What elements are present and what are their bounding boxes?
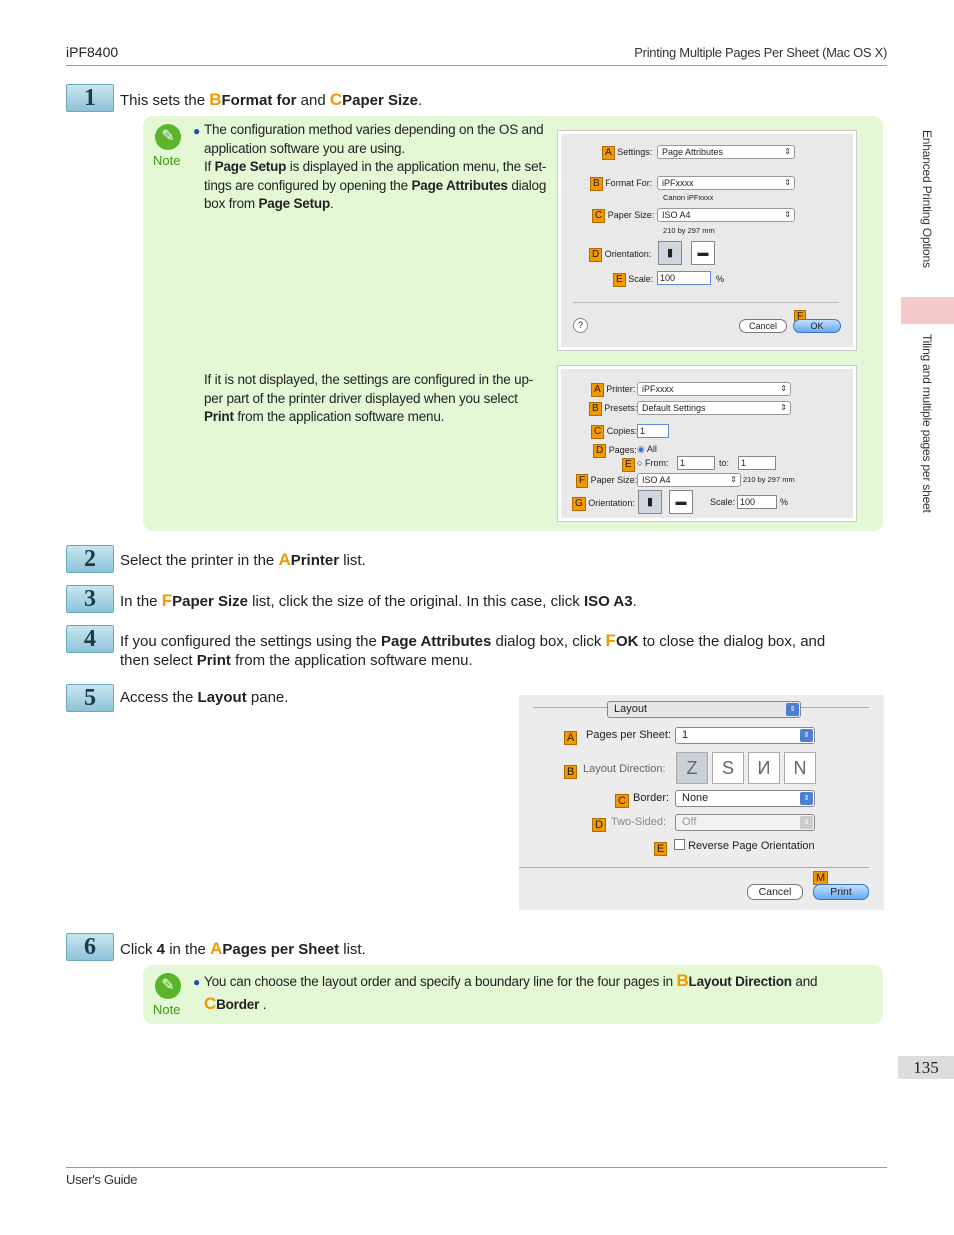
note-label: Note: [153, 1002, 181, 1017]
step-number-3: 3: [66, 585, 114, 613]
footer-divider: [66, 1167, 887, 1168]
chevron-updown-icon: ⇕: [786, 703, 799, 716]
chevron-updown-icon: ⇕: [784, 178, 791, 187]
chevron-updown-icon: ⇕: [784, 210, 791, 219]
footer-guide-name: User's Guide: [66, 1172, 138, 1187]
chevron-updown-icon: ⇕: [730, 475, 737, 484]
paper-size-popup[interactable]: ISO A4⇕: [657, 208, 795, 222]
step-3-text: In the FPaper Size list, click the size …: [120, 591, 637, 610]
chevron-updown-icon: ⇕: [784, 147, 791, 156]
note-pencil-icon: ✎: [155, 124, 181, 150]
ok-button[interactable]: OK: [793, 319, 841, 333]
border-popup[interactable]: None⇕: [675, 790, 815, 807]
layout-n-icon[interactable]: N: [784, 752, 816, 784]
layout-s-icon[interactable]: S: [712, 752, 744, 784]
step-number-4: 4: [66, 625, 114, 653]
note-box: [143, 965, 883, 1024]
pane-selector-popup[interactable]: Layout⇕: [607, 701, 801, 718]
layout-pane-dialog: Layout⇕ A Pages per Sheet: 1⇕ B Layout D…: [519, 695, 884, 910]
ref-letter: B: [676, 971, 689, 990]
page-number: 135: [898, 1056, 954, 1079]
sidebar-section-title: Enhanced Printing Options: [920, 130, 934, 268]
orientation-portrait-icon[interactable]: ▮: [658, 241, 682, 265]
doc-model: iPF8400: [66, 44, 119, 60]
bullet-icon: ●: [193, 975, 201, 989]
cancel-button[interactable]: Cancel: [747, 884, 803, 900]
note-label: Note: [153, 153, 181, 168]
radio-empty-icon: ○: [637, 458, 643, 468]
presets-popup[interactable]: Default Settings⇕: [637, 401, 791, 415]
doc-section-title: Printing Multiple Pages Per Sheet (Mac O…: [634, 45, 887, 60]
settings-popup[interactable]: Page Attributes⇕: [657, 145, 795, 159]
pages-from-radio[interactable]: ○ From:: [637, 458, 669, 468]
chevron-updown-icon: ⇕: [780, 403, 787, 412]
to-field[interactable]: 1: [738, 456, 776, 470]
pages-all-radio[interactable]: ◉ All: [637, 444, 657, 454]
header-divider: [66, 65, 887, 66]
scale-field[interactable]: 100: [737, 495, 777, 509]
scale-field[interactable]: 100: [657, 271, 711, 285]
paper-size-popup[interactable]: ISO A4⇕: [637, 473, 741, 487]
bullet-icon: ●: [193, 124, 201, 138]
chevron-updown-icon: ⇕: [800, 816, 813, 829]
chevron-updown-icon: ⇕: [800, 792, 813, 805]
radio-selected-icon: ◉: [637, 444, 645, 454]
print-dialog: A Printer: iPFxxxx⇕ B Presets: Default S…: [558, 366, 856, 521]
ref-letter: F: [605, 631, 616, 650]
copies-field[interactable]: 1: [637, 424, 669, 438]
help-icon[interactable]: ?: [573, 318, 588, 333]
note-paragraph: You can choose the layout order and spec…: [204, 971, 818, 1013]
orientation-landscape-icon[interactable]: ▬: [669, 490, 693, 514]
step-number-5: 5: [66, 684, 114, 712]
ref-letter: C: [204, 993, 217, 1013]
step-4-text: If you configured the settings using the…: [120, 631, 826, 669]
note-paragraph-2: If it is not displayed, the settings are…: [204, 372, 534, 424]
layout-reverse-n-icon[interactable]: И: [748, 752, 780, 784]
step-number-6: 6: [66, 933, 114, 961]
format-for-popup[interactable]: iPFxxxx⇕: [657, 176, 795, 190]
two-sided-popup[interactable]: Off⇕: [675, 814, 815, 831]
from-field[interactable]: 1: [677, 456, 715, 470]
checkbox-empty-icon: [674, 839, 685, 850]
printer-popup[interactable]: iPFxxxx⇕: [637, 382, 791, 396]
step-1-text: This sets the BFormat for and CPaper Siz…: [120, 90, 423, 109]
sidebar-tab-marker: [901, 297, 954, 324]
ref-letter: B: [209, 90, 222, 109]
ref-letter: A: [210, 939, 223, 958]
orientation-portrait-icon[interactable]: ▮: [638, 490, 662, 514]
ref-letter: A: [278, 550, 291, 569]
note-pencil-icon: ✎: [155, 973, 181, 999]
chevron-updown-icon: ⇕: [780, 384, 787, 393]
ref-letter: F: [161, 591, 173, 610]
step-2-text: Select the printer in the APrinter list.: [120, 550, 366, 569]
step-5-text: Access the Layout pane.: [120, 689, 289, 706]
layout-z-icon[interactable]: Z: [676, 752, 708, 784]
pages-per-sheet-popup[interactable]: 1⇕: [675, 727, 815, 744]
cancel-button[interactable]: Cancel: [739, 319, 787, 333]
step-number-1: 1: [66, 84, 114, 112]
ref-letter: C: [329, 90, 343, 109]
step-6-text: Click 4 in the APages per Sheet list.: [120, 939, 366, 958]
page-attributes-dialog: A Settings: Page Attributes⇕ B Format Fo…: [558, 131, 856, 350]
chevron-updown-icon: ⇕: [800, 729, 813, 742]
sidebar-subsection-title: Tiling and multiple pages per sheet: [920, 334, 934, 513]
step-number-2: 2: [66, 545, 114, 573]
print-button[interactable]: Print: [813, 884, 869, 900]
note-paragraph-1: The configuration method varies dependin…: [204, 122, 547, 211]
reverse-orientation-checkbox[interactable]: Reverse Page Orientation: [674, 839, 815, 852]
orientation-landscape-icon[interactable]: ▬: [691, 241, 715, 265]
